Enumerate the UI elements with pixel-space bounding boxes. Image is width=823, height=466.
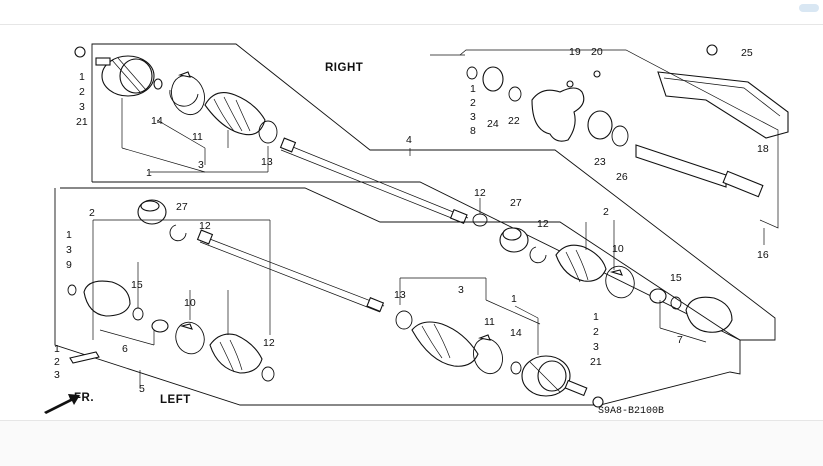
callout-numbers: 1 2 3 21 14 11 13 3 1 4 1 2 3 8 19 20 24… bbox=[54, 46, 769, 395]
callout: 7 bbox=[677, 334, 683, 346]
callout: 8 bbox=[470, 125, 476, 137]
callout: 21 bbox=[590, 356, 602, 368]
callout: 19 bbox=[569, 46, 581, 58]
callout: 3 bbox=[66, 244, 72, 256]
callout: 14 bbox=[151, 115, 163, 127]
bottom-bar bbox=[0, 420, 823, 466]
top-bar bbox=[0, 0, 823, 25]
callout: 16 bbox=[757, 249, 769, 261]
callout: 3 bbox=[79, 101, 85, 113]
nut-icon bbox=[74, 46, 86, 58]
callout: 20 bbox=[591, 46, 603, 58]
callout: 3 bbox=[54, 369, 60, 381]
callout: 23 bbox=[594, 156, 606, 168]
right-intermediate-shaft bbox=[466, 66, 764, 198]
callout: 18 bbox=[757, 143, 769, 155]
callout: 1 bbox=[79, 71, 85, 83]
callout: 1 bbox=[470, 83, 476, 95]
callout: 12 bbox=[199, 220, 211, 232]
right-outer-cv-joint bbox=[74, 46, 155, 97]
heat-shield bbox=[657, 44, 789, 139]
callout: 27 bbox=[176, 201, 188, 213]
callout: 3 bbox=[458, 284, 464, 296]
left-assembly-outline bbox=[54, 187, 741, 406]
right-inner-components bbox=[472, 213, 733, 333]
right-outer-boot bbox=[204, 92, 266, 136]
callout: 10 bbox=[612, 243, 624, 255]
callout: 12 bbox=[474, 187, 486, 199]
callout: 11 bbox=[192, 131, 203, 143]
callout: 1 bbox=[54, 343, 60, 355]
right-circlip-13-icon bbox=[258, 120, 278, 144]
top-bar-button[interactable] bbox=[799, 4, 819, 12]
callout: 15 bbox=[131, 279, 143, 291]
callout: 24 bbox=[487, 118, 499, 130]
callout: 22 bbox=[508, 115, 520, 127]
callout: 11 bbox=[484, 316, 495, 328]
nut-icon bbox=[592, 396, 604, 408]
front-direction-arrow: FR. bbox=[44, 392, 94, 414]
parts-diagram: FR. RIGHT LEFT S9A8-B2100B 1 2 3 21 14 1… bbox=[44, 43, 789, 417]
front-arrow-label: FR. bbox=[74, 392, 94, 404]
callout: 1 bbox=[66, 229, 72, 241]
callout: 2 bbox=[603, 206, 609, 218]
callout: 6 bbox=[122, 343, 128, 355]
callout: 1 bbox=[593, 311, 599, 323]
callout: 12 bbox=[537, 218, 549, 230]
callout: 13 bbox=[261, 156, 273, 168]
callout: 2 bbox=[54, 356, 60, 368]
callout: 3 bbox=[593, 341, 599, 353]
callout: 1 bbox=[511, 293, 517, 305]
right-boot-band-small-icon bbox=[169, 89, 199, 107]
callout: 10 bbox=[184, 297, 196, 309]
callout: 12 bbox=[263, 337, 275, 349]
callout: 1 bbox=[146, 167, 152, 179]
callout: 9 bbox=[66, 259, 72, 271]
left-side-label: LEFT bbox=[160, 394, 191, 406]
callout: 3 bbox=[198, 159, 204, 171]
diagram-code: S9A8-B2100B bbox=[598, 406, 664, 417]
callout: 13 bbox=[394, 289, 406, 301]
callout: 2 bbox=[79, 86, 85, 98]
callout: 3 bbox=[470, 111, 476, 123]
callout: 25 bbox=[741, 47, 753, 59]
callout: 27 bbox=[510, 197, 522, 209]
leader-lines bbox=[92, 49, 779, 388]
callout: 5 bbox=[139, 383, 145, 395]
right-axle-shaft bbox=[279, 137, 469, 224]
callout: 26 bbox=[616, 171, 628, 183]
right-boot-band-large-icon bbox=[171, 74, 205, 116]
callout: 15 bbox=[670, 272, 682, 284]
callout: 14 bbox=[510, 327, 522, 339]
callout: 2 bbox=[593, 326, 599, 338]
callout: 21 bbox=[76, 116, 88, 128]
right-side-label: RIGHT bbox=[325, 62, 363, 74]
left-inner-components bbox=[67, 199, 275, 382]
left-axle-shaft bbox=[196, 229, 385, 313]
callout: 2 bbox=[470, 97, 476, 109]
callout: 2 bbox=[89, 207, 95, 219]
left-outer-components bbox=[395, 310, 604, 408]
callout: 4 bbox=[406, 134, 412, 146]
left-stub-bolt-icon bbox=[69, 351, 100, 364]
